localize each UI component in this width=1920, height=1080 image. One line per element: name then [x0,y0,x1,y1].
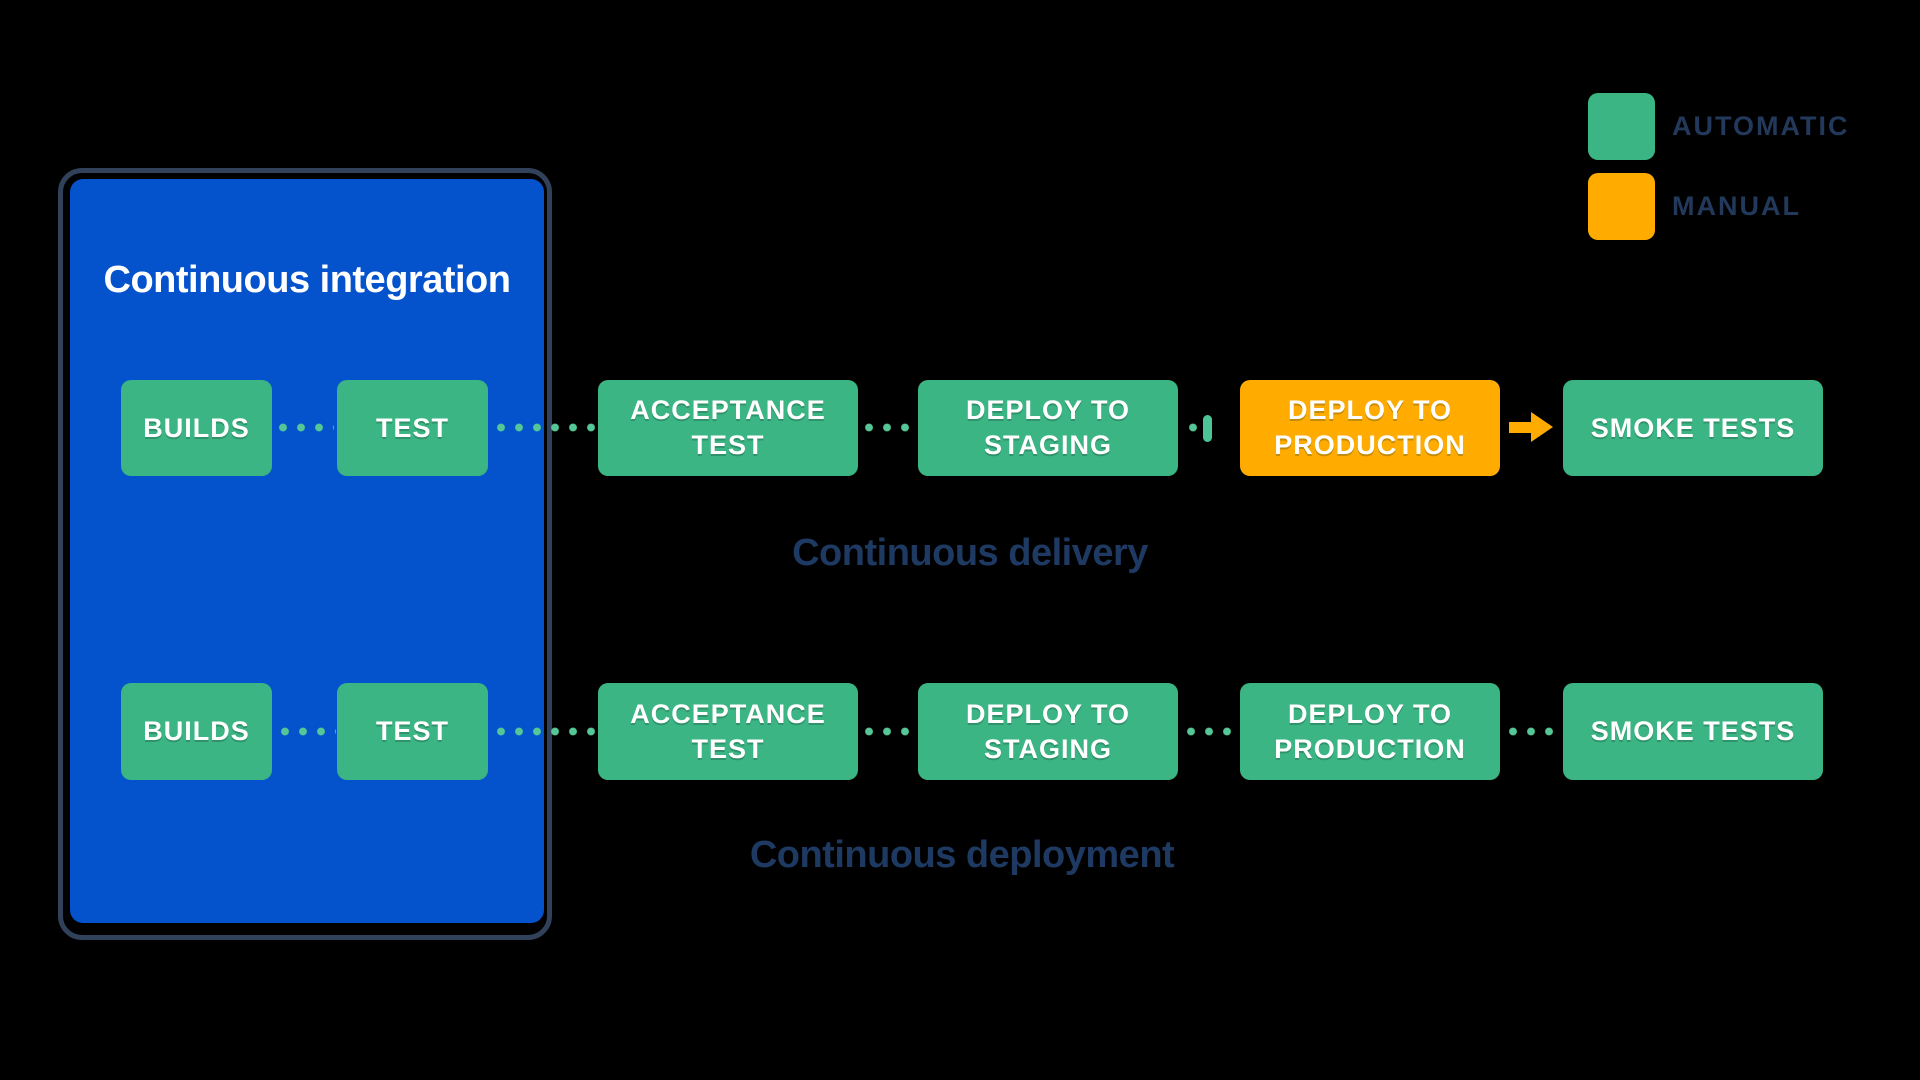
manual-gate-marker [1203,415,1212,442]
stage-deploy-staging-delivery: DEPLOY TO STAGING [918,380,1178,476]
manual-arrow-shaft [1509,422,1535,433]
caption-continuous-deployment: Continuous deployment [749,834,1175,876]
manual-arrow-icon [1509,412,1553,443]
ci-panel-outline [58,168,552,940]
stage-smoke-tests-delivery: SMOKE TESTS [1563,380,1823,476]
caption-continuous-delivery: Continuous delivery [792,532,1148,574]
ci-panel-title: Continuous integration [103,259,511,301]
dotted-connector [274,423,334,432]
dotted-connector [492,423,595,432]
stage-test-deployment: TEST [337,683,488,780]
stage-builds-deployment: BUILDS [121,683,272,780]
dotted-connector [860,727,916,736]
dotted-connector [1504,727,1561,736]
legend-label-manual: MANUAL [1672,191,1801,221]
legend-swatch-automatic [1588,93,1655,160]
dotted-connector [1184,423,1202,432]
stage-acceptance-test-deployment: ACCEPTANCE TEST [598,683,858,780]
stage-deploy-production-delivery: DEPLOY TO PRODUCTION [1240,380,1500,476]
stage-deploy-staging-deployment: DEPLOY TO STAGING [918,683,1178,780]
manual-arrow-head [1531,412,1553,442]
stage-builds-delivery: BUILDS [121,380,272,476]
dotted-connector [860,423,916,432]
stage-test-delivery: TEST [337,380,488,476]
dotted-connector [1182,727,1238,736]
ci-panel [70,179,544,923]
dotted-connector [492,727,596,736]
stage-deploy-production-deployment: DEPLOY TO PRODUCTION [1240,683,1500,780]
dotted-connector [276,727,336,736]
legend-swatch-manual [1588,173,1655,240]
stage-acceptance-test-delivery: ACCEPTANCE TEST [598,380,858,476]
stage-smoke-tests-deployment: SMOKE TESTS [1563,683,1823,780]
legend-label-automatic: AUTOMATIC [1672,111,1850,141]
